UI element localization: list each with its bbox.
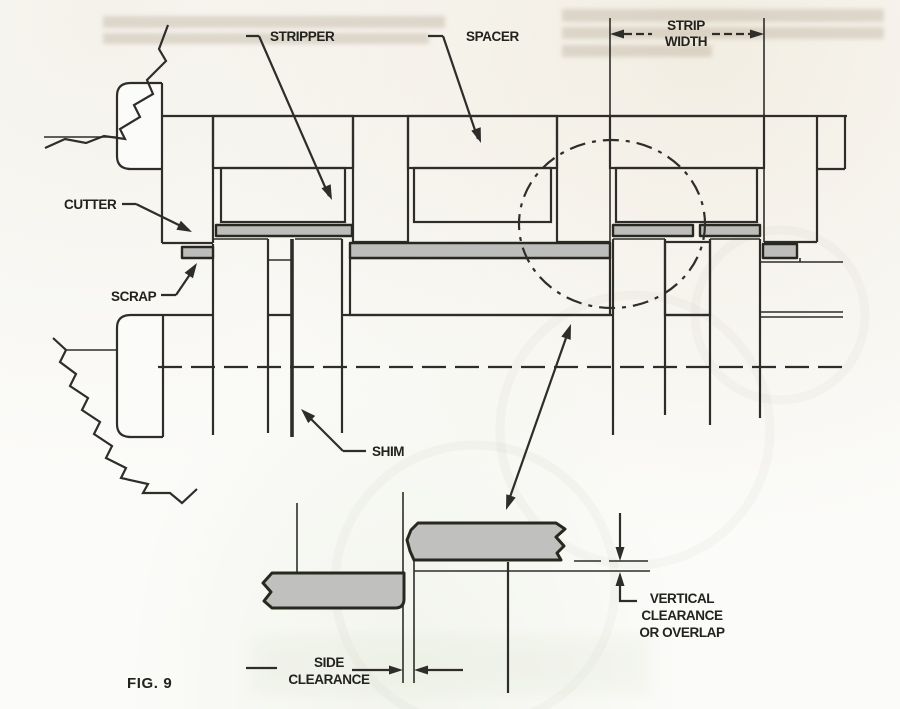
upper-arbor [44, 24, 847, 245]
scrap-label: SCRAP [111, 289, 157, 304]
cutter-arrowhead [176, 220, 192, 232]
material-strips [180, 223, 799, 260]
spacer-hatch [406, 114, 559, 170]
sc-arrowhead-right [414, 665, 428, 675]
spacer-arrowhead [471, 127, 481, 143]
stripper-leader [246, 34, 331, 197]
cutter-1 [162, 116, 215, 245]
scrap-strip-right [761, 242, 799, 260]
upper-left-arm [115, 81, 162, 171]
shim-annotation: SHIM [301, 409, 405, 459]
vc-arrowhead-down [615, 547, 625, 561]
detail-strip-upper [405, 521, 567, 562]
vc-arrow-tail-bottom [618, 586, 637, 603]
scrap-annotation: SCRAP [111, 263, 197, 304]
annotations: STRIPPER SPACER STRIP WIDTH CUTTER SCRAP [64, 18, 765, 692]
scrap-arrowhead [184, 263, 197, 279]
detail-connector-line [508, 337, 568, 498]
spacer-leader [428, 34, 480, 140]
cutter-label: CUTTER [64, 197, 117, 212]
strip-width-arrow-left [610, 29, 624, 39]
stripper-hatch [219, 166, 347, 224]
upper-right-end [817, 116, 847, 171]
stripper-label: STRIPPER [270, 29, 335, 44]
stripper-hatch [614, 166, 759, 224]
lower-arbor-bottom-right [760, 311, 843, 318]
vertical-clearance-label-1: VERTICAL [650, 591, 714, 606]
stripper-hatch [412, 166, 553, 224]
bleedthrough-line [562, 45, 712, 57]
side-clearance-label-1: SIDE [314, 655, 344, 670]
bleedthrough-line [562, 9, 884, 22]
lower-left-arm [115, 313, 163, 439]
strip-width-arrow-right [750, 29, 764, 39]
detail-strip-lower [261, 571, 406, 610]
shim-label: SHIM [372, 444, 404, 459]
strip-up [214, 223, 354, 238]
stripper-arrowhead [321, 184, 332, 200]
vc-arrowhead-up [615, 572, 625, 586]
vertical-clearance-dimension: VERTICAL CLEARANCE OR OVERLAP [615, 513, 725, 640]
vertical-clearance-label-2: CLEARANCE [641, 608, 723, 623]
strip-up [698, 223, 762, 238]
bleedthrough-layer [103, 9, 884, 57]
spacer-label: SPACER [466, 29, 520, 44]
strip-width-label-2: WIDTH [665, 34, 707, 49]
dashed-detail-circle [517, 138, 707, 310]
sc-arrowhead-left [389, 665, 403, 675]
jagged-break-lower [52, 337, 198, 505]
cutter-annotation: CUTTER [64, 197, 192, 232]
strip-width-dimension: STRIP WIDTH [609, 18, 765, 242]
detail-callout [506, 138, 707, 510]
stripper-annotation: STRIPPER [246, 29, 335, 200]
connector-arrowhead-down [506, 494, 516, 510]
strip-up [611, 223, 695, 238]
side-clearance-label-2: CLEARANCE [288, 672, 370, 687]
right-step [760, 258, 843, 263]
cutter-4 [764, 116, 819, 244]
side-clearance-dimension: SIDE CLEARANCE [246, 655, 463, 687]
spacer-hatch [608, 114, 766, 170]
bleedthrough-line [103, 16, 445, 28]
bleedthrough-line [562, 27, 884, 39]
cutter-2 [351, 116, 410, 244]
shim-arrowhead [301, 409, 316, 424]
lower-arbor [52, 238, 848, 505]
connector-arrowhead-up [561, 324, 571, 340]
cutter-3 [555, 116, 610, 244]
bleedthrough-line [103, 33, 429, 44]
jagged-break-upper [44, 24, 170, 150]
detail-view [261, 492, 650, 693]
ghost-smudge [250, 635, 650, 695]
strip-width-label-1: STRIP [667, 18, 705, 33]
spacer-hatch [211, 114, 355, 170]
strip-down [348, 241, 612, 260]
scrap-strip-left [180, 245, 215, 260]
vertical-clearance-label-3: OR OVERLAP [639, 625, 725, 640]
figure-caption: FIG. 9 [127, 675, 172, 692]
spacer-annotation: SPACER [428, 29, 520, 143]
ghost-circle [495, 290, 775, 570]
